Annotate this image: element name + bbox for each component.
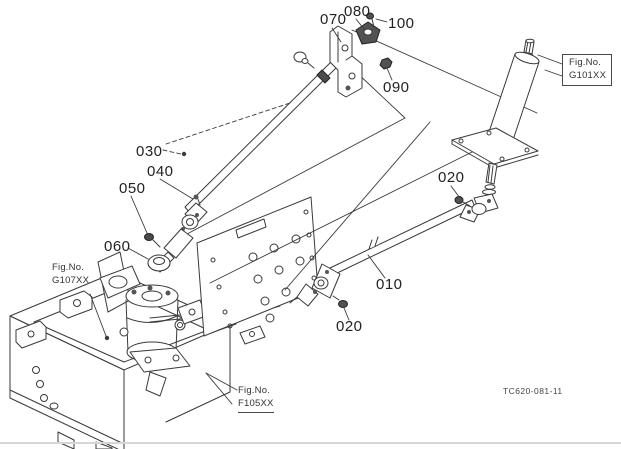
part-callout-100[interactable]: 100 bbox=[388, 15, 415, 32]
page-bottom-divider bbox=[0, 442, 621, 444]
fig-ref-g101xx-prefix: Fig.No. bbox=[569, 57, 602, 68]
part-callout-040[interactable]: 040 bbox=[147, 163, 174, 180]
fig-ref-f105xx-code: F105XX bbox=[238, 397, 274, 413]
fig-ref-g107xx-prefix: Fig.No. bbox=[52, 262, 85, 273]
fig-ref-g107xx-code: G107XX bbox=[52, 275, 90, 287]
steering-column-art bbox=[451, 38, 540, 200]
part-callout-080[interactable]: 080 bbox=[344, 3, 371, 20]
callout-leader-lines bbox=[89, 18, 563, 405]
fig-ref-g101xx[interactable]: Fig.No. G101XX bbox=[562, 54, 613, 86]
column-bracket-art bbox=[329, 12, 393, 98]
part-callout-050[interactable]: 050 bbox=[119, 180, 146, 197]
part-callout-020-upper[interactable]: 020 bbox=[438, 169, 465, 186]
part-callout-010[interactable]: 010 bbox=[376, 276, 403, 293]
part-callout-060[interactable]: 060 bbox=[104, 238, 131, 255]
part-callout-020-lower[interactable]: 020 bbox=[336, 318, 363, 335]
lower-steering-shaft-art bbox=[289, 193, 499, 308]
fig-ref-g101xx-code: G101XX bbox=[569, 70, 607, 82]
upper-steering-shaft-art bbox=[144, 51, 340, 273]
fig-ref-f105xx[interactable]: Fig.No. F105XX bbox=[238, 384, 274, 413]
steering-gear-box-art bbox=[119, 284, 207, 397]
part-callout-090[interactable]: 090 bbox=[383, 79, 410, 96]
part-callout-070[interactable]: 070 bbox=[320, 11, 347, 28]
drawing-number: TC620-081-11 bbox=[503, 386, 563, 396]
floor-plate-art bbox=[196, 196, 319, 337]
part-callout-030[interactable]: 030 bbox=[136, 143, 163, 160]
fig-ref-f105xx-prefix: Fig.No. bbox=[238, 385, 271, 396]
fig-ref-g107xx[interactable]: Fig.No. G107XX bbox=[52, 261, 89, 288]
